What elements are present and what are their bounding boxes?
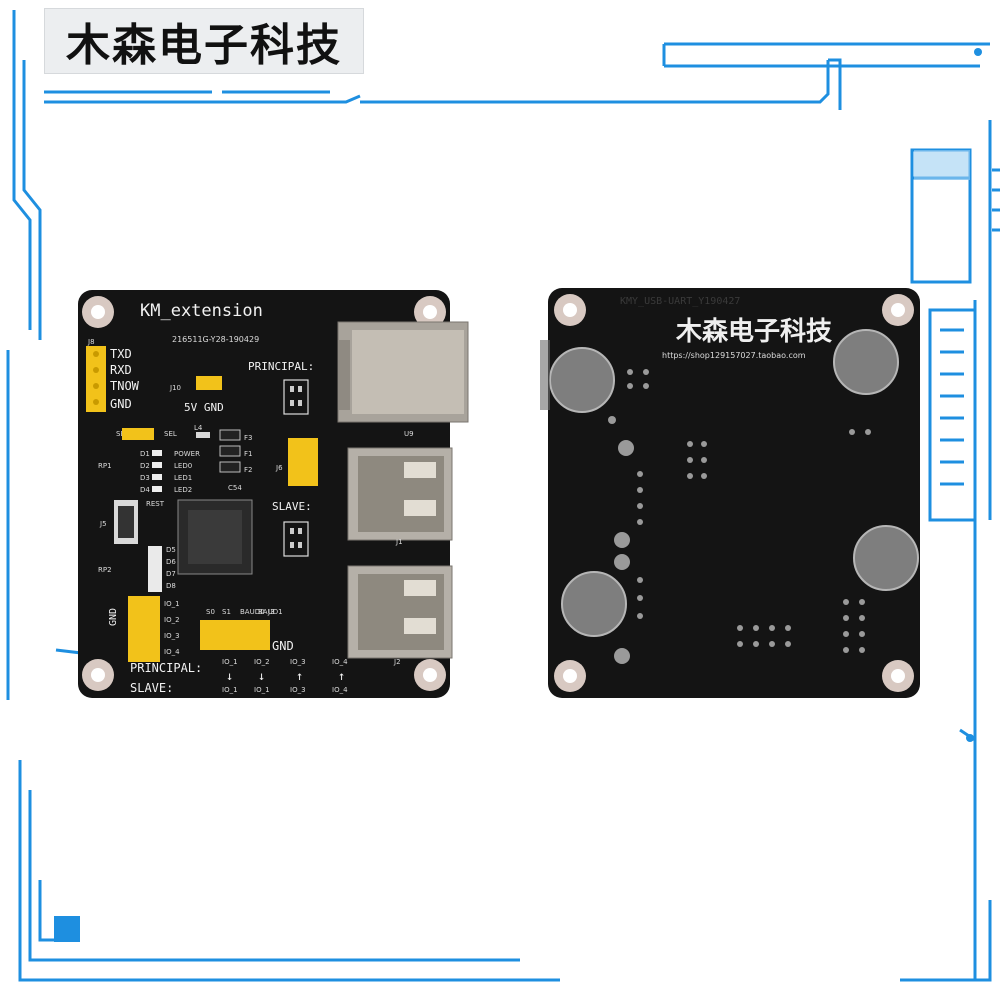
- back-brand: 木森电子科技: [675, 317, 832, 347]
- io-label: IO_1: [254, 686, 270, 694]
- rp1-label: RP1: [98, 462, 112, 470]
- diode-label: D4: [140, 486, 150, 494]
- j8-label: J8: [87, 338, 95, 346]
- diode-label: D2: [140, 462, 150, 470]
- pin-header-sel: [122, 428, 154, 440]
- pin-header-io: [128, 596, 160, 662]
- j6-label: J6: [275, 464, 283, 472]
- c54-label: C54: [228, 484, 242, 492]
- usb-b-connector: [337, 321, 469, 423]
- io-label: IO_3: [290, 658, 306, 666]
- diode-label: D8: [166, 582, 176, 590]
- f1-label: F1: [244, 450, 252, 458]
- rubber-foot: [549, 329, 919, 637]
- frame-square: [54, 916, 80, 942]
- bottom-slave-label: SLAVE:: [130, 681, 173, 695]
- sel-label: SEL: [164, 430, 177, 438]
- diode-label: D6: [166, 558, 176, 566]
- pin-label: TXD: [110, 347, 132, 361]
- f2-label: F2: [244, 466, 252, 474]
- rp2-label: RP2: [98, 566, 112, 574]
- pin-label: RXD: [110, 363, 132, 377]
- led-label: LED2: [174, 486, 192, 494]
- arrow-down-icon: ↓: [258, 669, 265, 683]
- usb-a-connector: [347, 565, 453, 659]
- pin-header-j8: [86, 346, 106, 412]
- pin-label: GND: [110, 397, 132, 411]
- j10-pins-label: 5V GND: [184, 401, 224, 414]
- gnd-side-label: GND: [108, 608, 119, 626]
- diode-label: D1: [140, 450, 150, 458]
- j10-label: J10: [169, 384, 181, 392]
- mounting-hole: [554, 294, 914, 692]
- io-label: IO_2: [254, 658, 270, 666]
- led-label: POWER: [174, 450, 200, 458]
- io-label: IO_1: [222, 658, 238, 666]
- front-board: KM_extension 216511G-Y28-190429 J8 TXD R…: [78, 290, 469, 698]
- gnd-bottom-label: GND: [272, 639, 294, 653]
- io-label: IO_2: [164, 616, 180, 624]
- board-code: 216511G-Y28-190429: [172, 335, 259, 344]
- diode-label: D3: [140, 474, 150, 482]
- u9-label: U9: [404, 430, 414, 438]
- j1-label: J1: [395, 538, 403, 546]
- arrow-down-icon: ↓: [226, 669, 233, 683]
- back-url: https://shop129157027.taobao.com: [662, 351, 806, 360]
- bottom-principal-label: PRINCIPAL:: [130, 661, 202, 675]
- back-board: KMY_USB-UART_Y190427 木森电子科技 https://shop…: [540, 288, 920, 698]
- diode-label: D7: [166, 570, 176, 578]
- board-title: KM_extension: [140, 301, 263, 321]
- principal-label: PRINCIPAL:: [248, 360, 314, 373]
- j5-label: J5: [99, 520, 107, 528]
- led-label: LED0: [174, 462, 192, 470]
- switch-label: BAUD0: [240, 608, 265, 616]
- j3-label: J3: [267, 608, 275, 616]
- l4-label: L4: [194, 424, 203, 432]
- mcu-chip: [177, 499, 253, 575]
- io-label: IO_4: [332, 658, 348, 666]
- usb-a-connector: [347, 447, 453, 541]
- diode-label: D5: [166, 546, 176, 554]
- pin-header-switch: [200, 620, 270, 650]
- io-label: IO_3: [290, 686, 306, 694]
- slave-label: SLAVE:: [272, 500, 312, 513]
- io-label: IO_1: [164, 600, 180, 608]
- j2-label: J2: [393, 658, 401, 666]
- switch-label: S0: [206, 608, 215, 616]
- pin-header-j6: [288, 438, 318, 486]
- io-label: IO_3: [164, 632, 180, 640]
- arrow-up-icon: ↑: [296, 669, 303, 683]
- switch-label: BAUD1: [258, 608, 283, 616]
- io-label: IO_4: [332, 686, 348, 694]
- io-label: IO_1: [222, 686, 238, 694]
- arrow-up-icon: ↑: [338, 669, 345, 683]
- io-label: IO_4: [164, 648, 180, 656]
- rest-label: REST: [146, 500, 165, 508]
- pin-label: TNOW: [110, 379, 140, 393]
- pin-header-j10: [196, 376, 222, 390]
- brand-title: 木森电子科技: [44, 8, 364, 74]
- f3-label: F3: [244, 434, 252, 442]
- led-label: LED1: [174, 474, 192, 482]
- back-code: KMY_USB-UART_Y190427: [620, 296, 740, 307]
- mounting-hole: [82, 296, 446, 691]
- switch-label: S1: [222, 608, 231, 616]
